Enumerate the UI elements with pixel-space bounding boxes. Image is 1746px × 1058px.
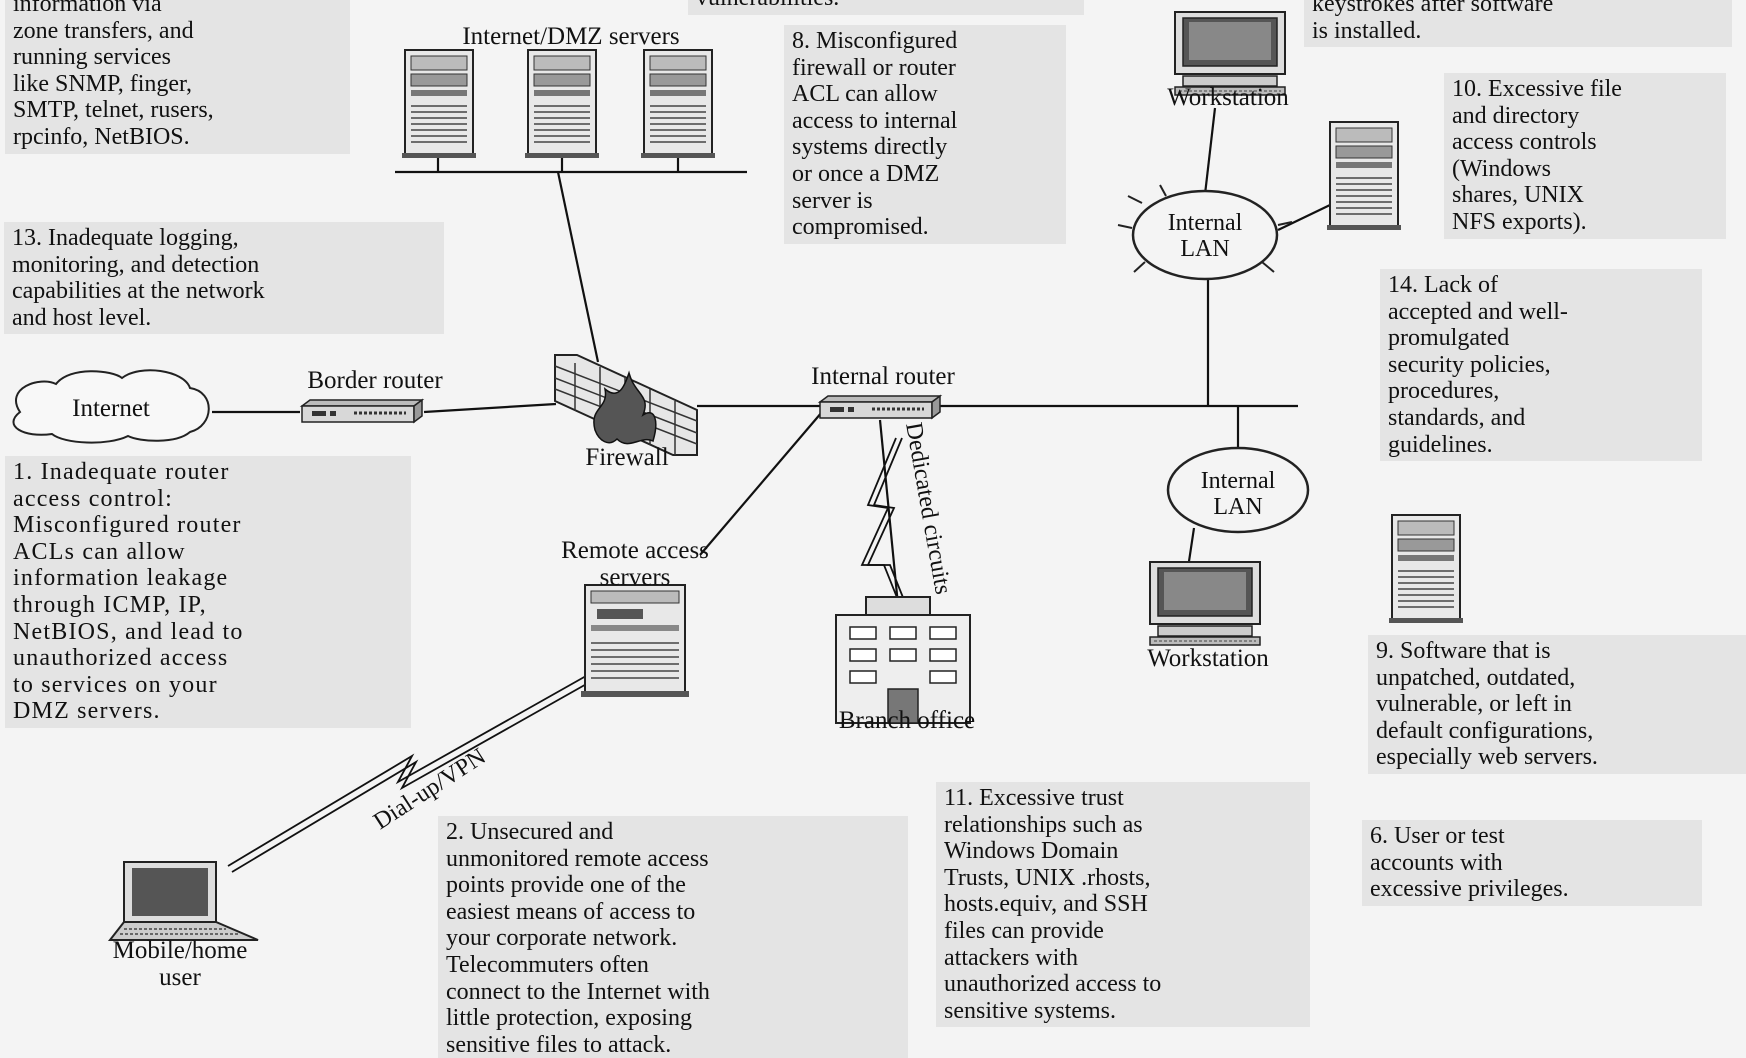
remote-access-servers-label: Remote access servers [561, 537, 709, 591]
lightning-bolt-icon [860, 437, 905, 601]
dialup-lightning-icon [227, 675, 591, 873]
dmz-servers-label: Internet/DMZ servers [462, 23, 680, 50]
internal-lan-bottom-line1: Internal [1201, 468, 1276, 494]
callout-top-left: information via zone transfers, and runn… [5, 0, 350, 154]
dmz-server-2-icon [524, 49, 600, 159]
workstation-bottom-label: Workstation [1147, 645, 1269, 672]
workstation-top-label: Workstation [1167, 84, 1289, 111]
firewall-icon [554, 354, 698, 456]
callout-2: 2. Unsecured and unmonitored remote acce… [438, 816, 908, 1058]
internal-router-icon [818, 394, 942, 420]
internal-lan-bottom-icon: Internal LAN [1166, 446, 1310, 534]
callout-6: 6. User or test accounts with excessive … [1362, 820, 1702, 906]
callout-10: 10. Excessive file and directory access … [1444, 73, 1726, 239]
dmz-server-1-icon [401, 49, 477, 159]
workstation-top-icon [1174, 11, 1286, 96]
callout-1: 1. Inadequate router access control: Mis… [5, 456, 411, 728]
internal-lan-top-line2: LAN [1180, 236, 1229, 262]
building-icon [835, 596, 971, 724]
laptop-icon [107, 861, 259, 941]
internal-lan-top-icon: Internal LAN [1117, 184, 1293, 281]
connection-lines [212, 107, 1331, 606]
callout-8: 8. Misconfigured firewall or router ACL … [784, 25, 1066, 244]
callout-top-right: keystrokes after software is installed. [1304, 0, 1732, 48]
dmz-server-3-icon [640, 49, 716, 159]
mobile-user-label: Mobile/home user [112, 937, 248, 991]
server-lower-right-icon [1388, 514, 1464, 624]
internal-router-label: Internal router [811, 363, 955, 390]
branch-office-label: Branch office [838, 707, 976, 734]
callout-9: 9. Software that is unpatched, outdated,… [1368, 635, 1746, 774]
cloud-icon [12, 369, 210, 444]
server-right-icon [1326, 121, 1402, 231]
firewall-label: Firewall [585, 444, 669, 471]
callout-14: 14. Lack of accepted and well- promulgat… [1380, 269, 1702, 462]
dedicated-circuits-label: Dedicated circuits [900, 421, 956, 597]
border-router-icon [300, 398, 424, 424]
internal-lan-top-line1: Internal [1168, 210, 1243, 236]
callout-top-mid: vulnerabilities. [688, 0, 1084, 15]
callout-13: 13. Inadequate logging, monitoring, and … [4, 222, 444, 335]
workstation-bottom-icon [1149, 561, 1261, 646]
callout-11: 11. Excessive trust relationships such a… [936, 782, 1310, 1028]
remote-access-server-icon [581, 584, 689, 697]
internal-lan-bottom-line2: LAN [1213, 494, 1262, 520]
border-router-label: Border router [307, 367, 443, 394]
internet-label: Internet [72, 395, 150, 422]
